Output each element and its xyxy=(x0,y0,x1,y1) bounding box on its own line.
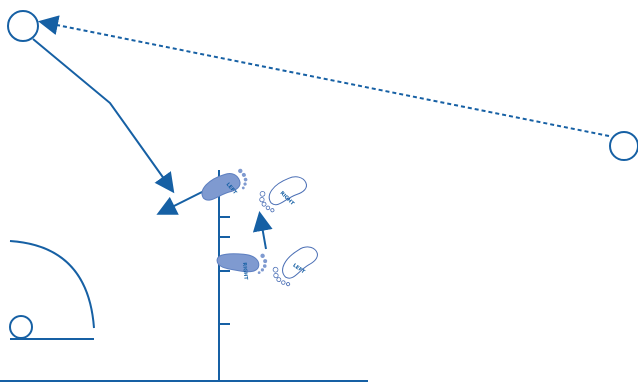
footprint-label: RIGHT xyxy=(241,262,249,280)
footprint-bottom-outline: LEFT xyxy=(269,242,323,290)
player-top-left xyxy=(8,11,38,41)
step-arrow xyxy=(260,215,266,249)
footprint-bottom-filled: RIGHT xyxy=(215,250,267,283)
footprint-top-outline: RIGHT xyxy=(256,172,312,218)
player-bottom-left xyxy=(10,316,32,338)
cut-path xyxy=(33,39,172,190)
pass-path xyxy=(42,22,609,136)
player-right xyxy=(610,132,638,160)
footprint-top-filled: LEFT xyxy=(198,167,251,206)
restricted-arc xyxy=(10,241,94,328)
